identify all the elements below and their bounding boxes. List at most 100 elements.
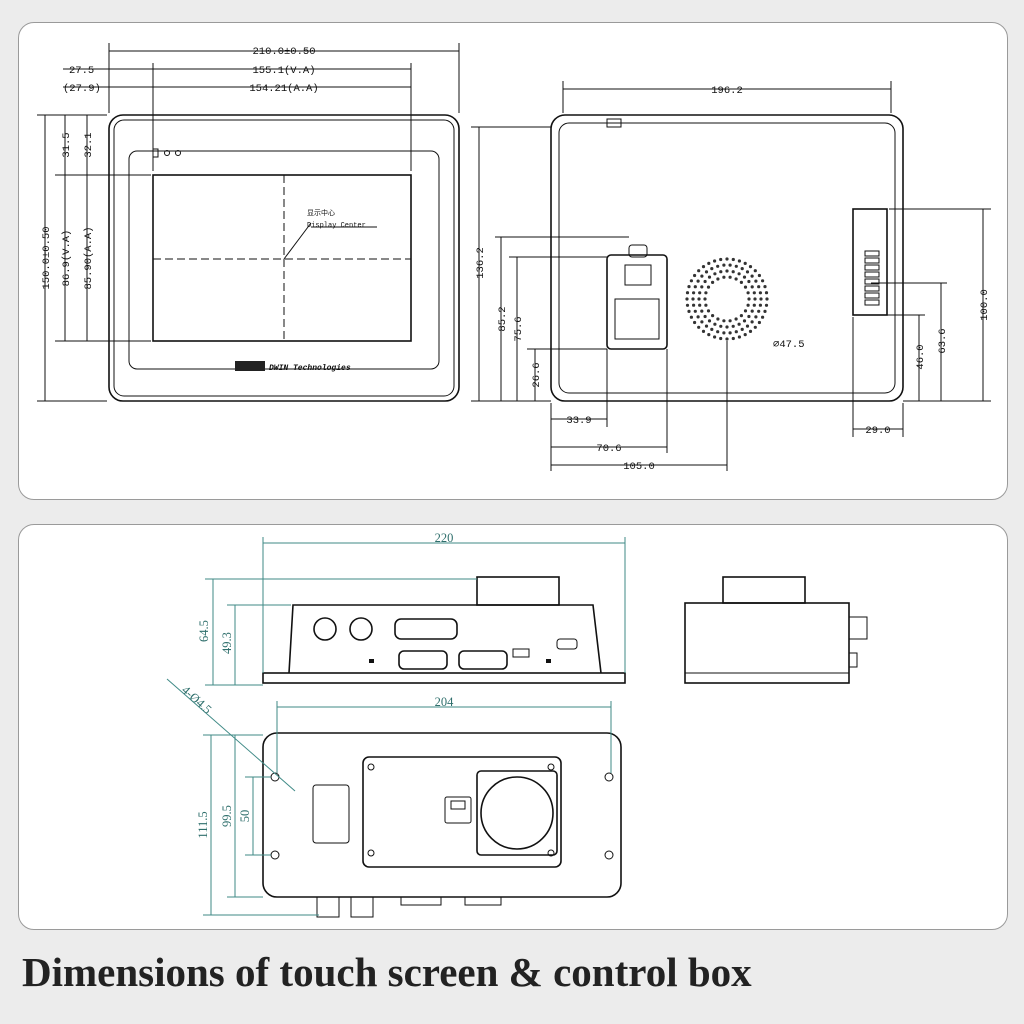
- center-leader: [283, 222, 312, 260]
- speaker-hole: [704, 270, 709, 274]
- speaker-hole: [693, 320, 697, 325]
- mount-hole: [270, 850, 280, 860]
- speaker-hole: [698, 303, 702, 307]
- speaker-hole: [722, 319, 726, 323]
- screw: [367, 849, 375, 857]
- speaker-hole: [728, 275, 732, 279]
- speaker-hole: [691, 297, 695, 301]
- terminal-pin: [864, 264, 880, 271]
- speaker-hole: [713, 322, 717, 326]
- dim-29: 29.0: [865, 425, 890, 437]
- control-box-drawing-panel: 220 64.5 49.3: [18, 524, 1008, 930]
- port-window: [614, 298, 660, 340]
- side-base: [684, 672, 850, 684]
- speaker-hole: [701, 329, 706, 333]
- terminal-pin: [864, 250, 880, 257]
- dim-aa-height: 85.90(A.A): [83, 226, 95, 289]
- speaker-hole: [752, 291, 756, 295]
- round-connector: [349, 617, 373, 641]
- box-plan-view: [262, 732, 622, 918]
- terminal-pin: [864, 271, 880, 278]
- usb-port: [444, 796, 472, 824]
- screw: [367, 763, 375, 771]
- speaker-hole: [757, 273, 762, 278]
- speaker-hole: [707, 319, 712, 323]
- connector-stub: [400, 896, 442, 906]
- speaker-hole: [725, 257, 729, 261]
- speaker-hole: [703, 314, 707, 319]
- speaker-hole: [713, 335, 717, 339]
- display-center-label-en: Display Center: [307, 222, 366, 230]
- speaker-hole: [753, 325, 757, 329]
- speaker-hole: [716, 264, 720, 268]
- touch-screen-drawing-panel: 显示中心 Display Center DWIN Technologies 21…: [18, 22, 1008, 500]
- speaker-hole: [710, 267, 714, 271]
- speaker-hole: [725, 325, 729, 329]
- speaker-hole: [707, 275, 712, 279]
- speaker-hole: [758, 303, 763, 307]
- display-center-label-cn: 显示中心: [307, 208, 335, 218]
- led-indicator: [164, 150, 170, 156]
- speaker-hole: [728, 319, 732, 323]
- box-top-socket: [476, 576, 560, 606]
- speaker-hole: [745, 324, 750, 328]
- speaker-hole: [706, 309, 711, 313]
- round-connector: [313, 617, 337, 641]
- box-cover-plate: [362, 756, 562, 868]
- speaker-hole: [757, 309, 761, 313]
- dim-75-6: 75.6: [513, 316, 525, 341]
- speaker-hole: [739, 280, 744, 284]
- speaker-hole: [763, 309, 767, 313]
- terminal-pins: [864, 250, 880, 306]
- led-indicator: [152, 148, 159, 158]
- speaker-hole: [763, 285, 767, 289]
- connector-module: [606, 254, 668, 350]
- speaker-hole: [704, 303, 708, 307]
- speaker-grille: [685, 257, 769, 341]
- connector-stub: [350, 896, 374, 918]
- small-switch: [512, 648, 530, 658]
- speaker-hole: [706, 285, 711, 289]
- speaker-hole: [764, 291, 769, 295]
- box-shell: [288, 604, 602, 674]
- speaker-hole: [728, 331, 732, 335]
- terminal-pin: [864, 285, 880, 292]
- terminal-pin: [864, 257, 880, 264]
- dim-va-width: 155.1(V.A): [252, 65, 315, 77]
- brand-logo: [235, 361, 265, 371]
- speaker-hole: [728, 263, 732, 267]
- speaker-hole: [754, 279, 758, 283]
- speaker-hole: [703, 297, 707, 301]
- speaker-hole: [697, 269, 701, 273]
- dim-85-2: 85.2: [497, 306, 509, 331]
- fan-opening: [480, 776, 554, 850]
- speaker-hole: [711, 280, 715, 284]
- dim-49-3: 49.3: [220, 632, 234, 654]
- speaker-hole: [745, 270, 750, 274]
- dim-63-6: 63.6: [937, 328, 949, 353]
- speaker-hole: [716, 317, 720, 321]
- dim-speaker-dia: ⌀47.5: [773, 339, 805, 351]
- speaker-hole: [700, 309, 704, 313]
- dim-105: 105.0: [623, 461, 655, 473]
- speaker-hole: [692, 291, 696, 295]
- speaker-hole: [697, 325, 701, 329]
- speaker-hole: [710, 327, 714, 331]
- terminal-pin: [864, 292, 880, 299]
- speaker-hole: [719, 257, 723, 262]
- usb-port-slot: [450, 800, 466, 810]
- speaker-hole: [734, 317, 738, 321]
- speaker-hole: [734, 264, 738, 268]
- dim-va-height: 86.9(V.A): [61, 230, 73, 287]
- terminal-pin: [864, 278, 880, 285]
- speaker-hole: [716, 277, 720, 281]
- speaker-hole: [707, 333, 711, 337]
- speaker-hole: [750, 320, 754, 324]
- terminal-pin: [864, 299, 880, 306]
- speaker-hole: [757, 320, 762, 325]
- speaker-hole: [742, 275, 747, 279]
- dim-99-5: 99.5: [220, 805, 234, 827]
- speaker-hole: [753, 297, 757, 301]
- speaker-hole: [696, 279, 700, 283]
- speaker-hole: [746, 291, 750, 295]
